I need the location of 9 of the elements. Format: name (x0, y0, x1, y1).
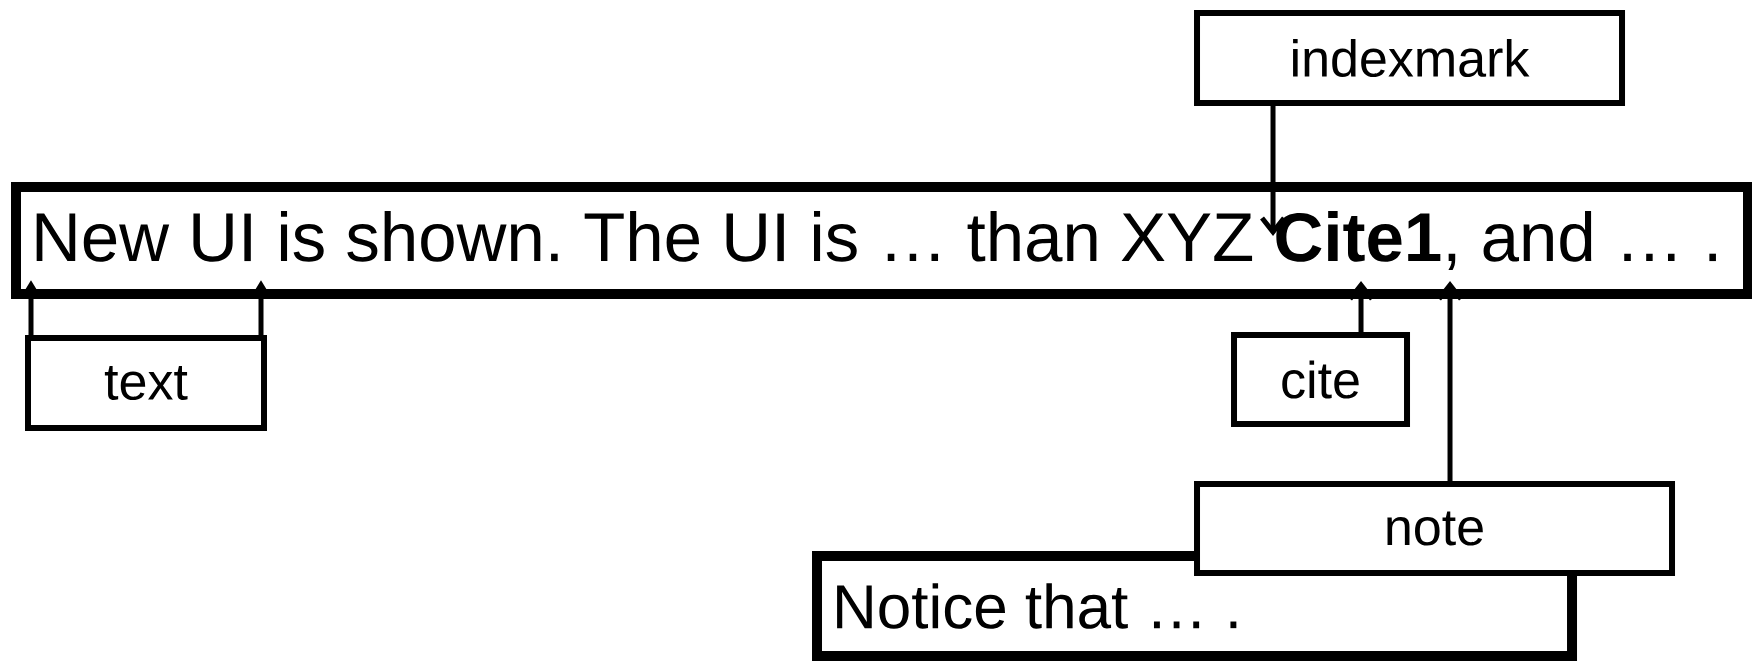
label-box: text (25, 335, 267, 431)
arrow (1437, 281, 1463, 484)
arrow (1348, 281, 1374, 335)
label-box: note (1194, 481, 1675, 576)
label-box: cite (1231, 332, 1410, 427)
text-box: Notice that … . (812, 551, 1577, 661)
arrow (1260, 103, 1286, 236)
text-box: New UI is shown. The UI is … than XYZ Cite1, and … . (11, 182, 1752, 299)
label-box: indexmark (1194, 10, 1625, 106)
